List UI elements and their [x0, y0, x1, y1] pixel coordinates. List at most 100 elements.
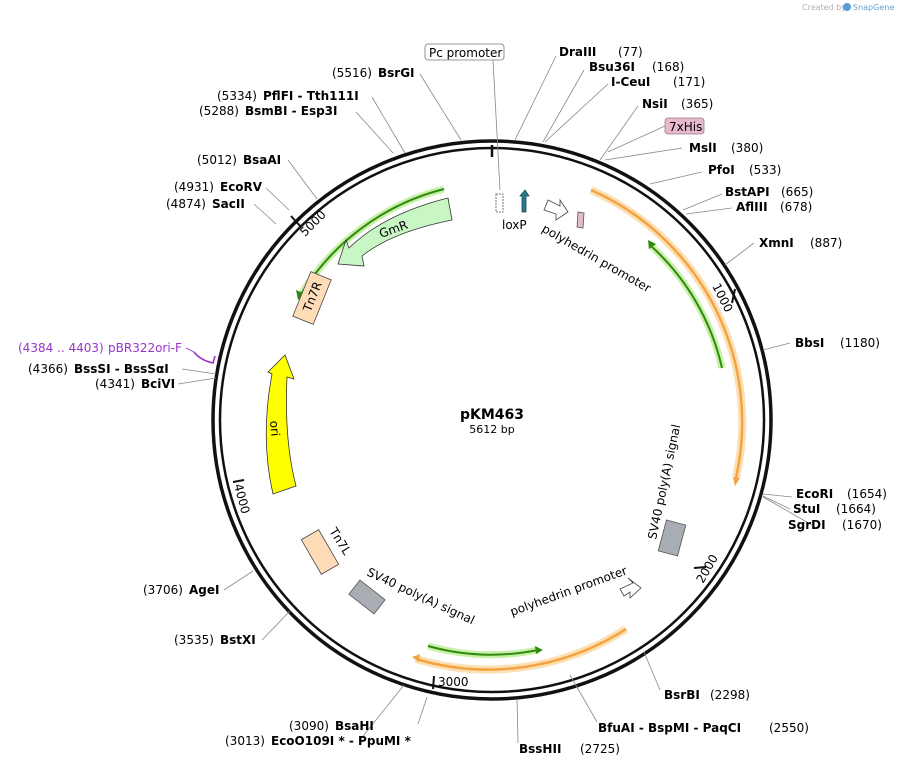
site-position: (3706): [143, 583, 183, 597]
site-position: (678): [780, 200, 812, 214]
site-position: (1180): [840, 336, 880, 350]
site-position: (5012): [197, 153, 237, 167]
site-position: (168): [652, 60, 684, 74]
primer-position: (4384 .. 4403): [18, 341, 104, 355]
orf-right-arrowhead: [648, 240, 656, 249]
site-position: (2725): [580, 742, 620, 756]
pc-promoter-box: [424, 43, 505, 61]
site-bsshii: BssHII (2725): [519, 742, 620, 756]
credit-brand: SnapGene: [853, 3, 894, 12]
polyhedrin-bottom-label: polyhedrin promoter: [508, 563, 629, 618]
site-xmni: XmnI (887): [759, 236, 842, 250]
site-nsii: NsiI (365): [642, 97, 713, 111]
site-name: BstAPI: [725, 185, 770, 199]
site-ecorv: (4931) EcoRV: [174, 180, 263, 194]
polyhedrin-top-label: polyhedrin promoter: [540, 221, 654, 295]
site-name: SacII: [212, 197, 245, 211]
site-bsahi: (3090) BsaHI: [289, 719, 374, 733]
cds-right-arrow: [590, 188, 744, 479]
site-bsaai: (5012) BsaAI: [197, 153, 281, 167]
site-bsssi-bsssai: (4366) BssSI - BssSαI: [28, 362, 169, 376]
tick-label: 2000: [693, 552, 720, 585]
site-name: BbsI: [795, 336, 824, 350]
site-position: (77): [618, 45, 643, 59]
sv40-left-feature: [348, 579, 386, 615]
site-sgrdi: SgrDI (1670): [788, 518, 882, 532]
site-sacii: (4874) SacII: [166, 197, 245, 211]
pc-promoter-leader: [492, 59, 501, 191]
site-bsrgi: (5516) BsrGI: [332, 66, 415, 80]
site-position: (2298): [710, 688, 750, 702]
site-position: (4874): [166, 197, 206, 211]
site-agei: (3706) AgeI: [143, 583, 219, 597]
site-pfoi: PfoI (533): [708, 163, 781, 177]
his-tag-feature: [576, 211, 585, 229]
site-name: BfuAI - BspMI - PaqCI: [598, 721, 741, 735]
site-name: BsrGI: [378, 66, 415, 80]
site-position: (365): [681, 97, 713, 111]
primer-arrow: [193, 351, 216, 364]
plasmid-name: pKM463: [460, 407, 524, 423]
sv40-left-label: SV40 poly(A) signal: [365, 565, 477, 627]
site-bsu36i: Bsu36I (168): [589, 60, 684, 74]
site-name: BsrBI: [664, 688, 700, 702]
site-name: BciVI: [141, 377, 175, 391]
loxp-feature: [519, 189, 530, 213]
site-name: SgrDI: [788, 518, 826, 532]
site-position: (1664): [836, 502, 876, 516]
site-pflfi-tth111i: (5334) PflFI - Tth111I: [217, 89, 359, 103]
site-name: XmnI: [759, 236, 794, 250]
tn7l-feature: [300, 529, 340, 575]
site-i-ceui: I-CeuI (171): [611, 75, 705, 89]
site-name: PfoI: [708, 163, 735, 177]
site-name: BsaAI: [243, 153, 281, 167]
orf-bottom-arrow: [427, 645, 539, 656]
site-ecoo109i-ppumi: (3013) EcoO109I * - PpuMI *: [225, 734, 412, 748]
site-stui: StuI (1664): [793, 502, 876, 516]
site-name: EcoRV: [220, 180, 263, 194]
site-position: (2550): [769, 721, 809, 735]
site-bsrbi: BsrBI (2298): [664, 688, 750, 702]
site-name: BssHII: [519, 742, 561, 756]
orf-left-arrowhead: [296, 290, 305, 300]
snapgene-logo-icon: [843, 3, 851, 11]
site-position: (1670): [842, 518, 882, 532]
primer-name: pBR322ori-F: [108, 341, 182, 355]
cds-bottom-arrowhead: [412, 654, 420, 662]
sv40-right-feature: [657, 519, 687, 557]
site-position: (4366): [28, 362, 68, 376]
site-bbsi: BbsI (1180): [795, 336, 880, 350]
pc-promoter-feature: [495, 193, 504, 213]
site-position: (380): [731, 141, 763, 155]
site-name: EcoRI: [796, 487, 833, 501]
site-position: (887): [810, 236, 842, 250]
ori-label: ori: [267, 420, 282, 437]
pc-promoter-label: Pc promoter: [429, 46, 502, 60]
plasmid-size: 5612 bp: [469, 423, 514, 436]
site-name: MslI: [689, 141, 717, 155]
site-position: (665): [781, 185, 813, 199]
site-name: DraIII: [559, 45, 596, 59]
site-name: EcoO109I * - PpuMI *: [271, 734, 412, 748]
site-position: (5334): [217, 89, 257, 103]
site-name: AgeI: [189, 583, 219, 597]
site-name: I-CeuI: [611, 75, 650, 89]
tick-label: 5000: [297, 208, 328, 239]
polyhedrin-bottom-feature: [619, 577, 642, 599]
cds-bottom-arrow: [415, 627, 627, 671]
site-position: (3013): [225, 734, 265, 748]
ori-feature: [265, 354, 297, 495]
primer-leader: [185, 347, 195, 353]
orf-right-arrow: [649, 244, 723, 369]
site-name: AflIII: [736, 200, 768, 214]
orf-bottom-arrowhead: [535, 646, 543, 654]
tick-5000: 5000: [290, 208, 329, 239]
site-name: NsiI: [642, 97, 668, 111]
gmr-feature: [337, 197, 453, 267]
his-tag-label: 7xHis: [669, 120, 702, 134]
cds-right-arrowhead: [733, 477, 740, 486]
credit-created-by: Created by: [802, 3, 846, 12]
site-bsmbi-esp3i: (5288) BsmBI - Esp3I: [199, 104, 337, 118]
site-position: (3535): [174, 633, 214, 647]
